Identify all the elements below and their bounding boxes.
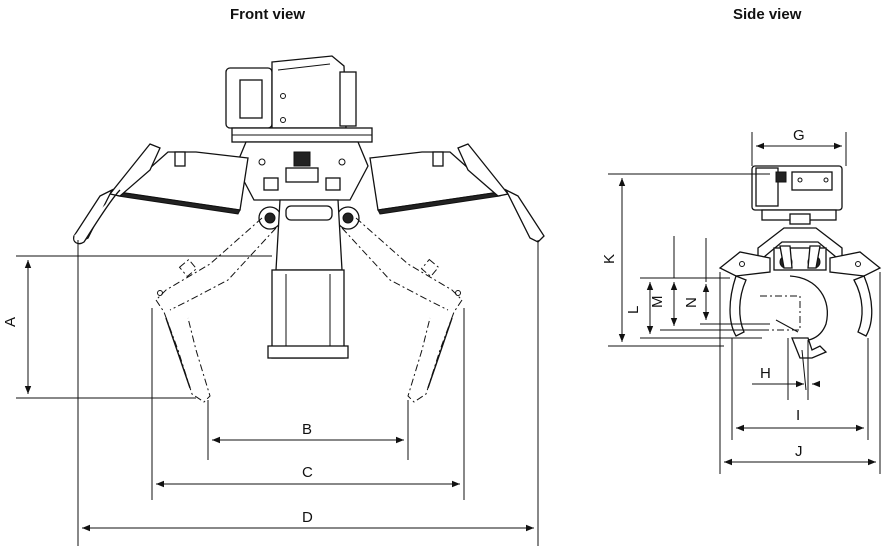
dimension-label-B: B [302,421,312,438]
side-dimensions: G K L M N H I J [601,127,881,474]
front-dimensions: A B C D [2,240,539,546]
right-tine-closed [341,217,463,403]
center-body [235,141,369,230]
center-tine [267,199,349,359]
dimension-label-L: L [625,306,642,314]
dimension-label-D: D [302,509,313,526]
side-center-tine [791,337,828,391]
dimension-label-C: C [302,464,313,481]
dimension-label-H: H [760,365,771,382]
right-upper-arm [369,143,545,243]
dimension-label-K: K [601,254,618,264]
rotator-housing [225,55,373,143]
left-tine-closed [155,217,277,403]
dimension-label-M: M [649,296,666,309]
dimension-label-N: N [683,297,700,308]
dimension-label-G: G [793,127,805,144]
side-view-title: Side view [733,6,802,23]
front-view-title: Front view [230,6,306,23]
dimension-label-A: A [2,317,19,327]
side-view-drawing [718,165,882,391]
dimension-label-J: J [795,443,803,460]
side-rotator [751,165,843,225]
front-view-drawing [72,55,545,403]
left-upper-arm [72,143,249,245]
side-frame [718,251,882,342]
side-yoke [757,227,843,271]
dimension-label-I: I [796,407,800,424]
